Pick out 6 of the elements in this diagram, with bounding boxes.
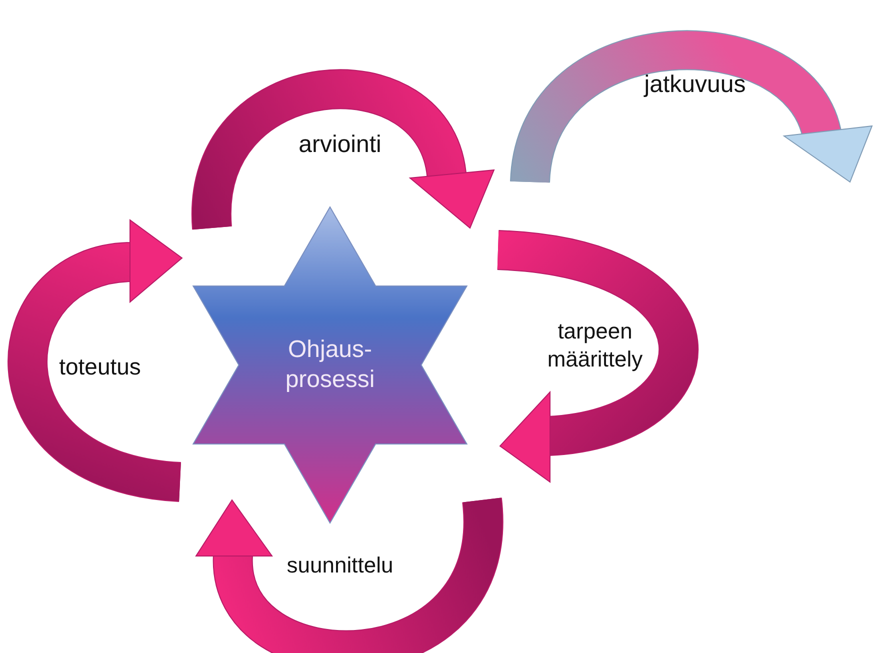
node-label: tarpeen määrittely bbox=[546, 318, 644, 372]
node-label: toteutus bbox=[58, 352, 142, 382]
node-label: arviointi bbox=[298, 130, 382, 160]
node-label: Ohjaus- prosessi bbox=[284, 335, 376, 395]
node-label: jatkuvuus bbox=[642, 70, 747, 100]
node-label: suunnittelu bbox=[286, 551, 394, 579]
